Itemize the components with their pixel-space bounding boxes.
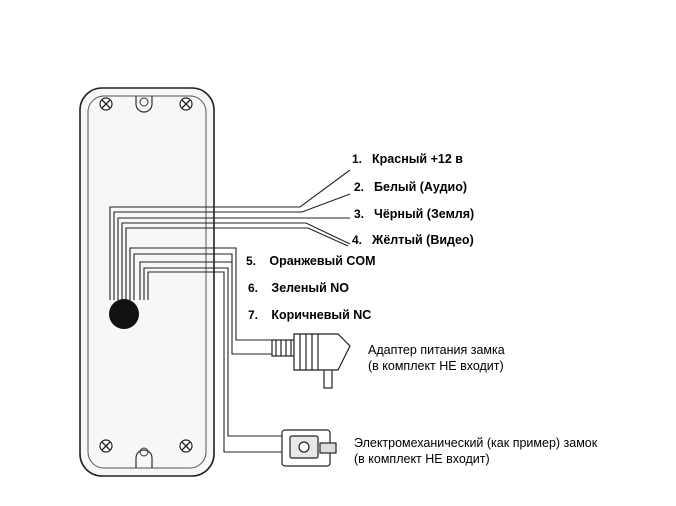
screw-icon bbox=[99, 439, 113, 453]
screw-icon bbox=[179, 97, 193, 111]
wire-number: 4. bbox=[352, 233, 363, 247]
intercom-panel bbox=[79, 87, 215, 477]
wire-label-3: 3. Чёрный (Земля) bbox=[354, 207, 474, 221]
wire-bundle bbox=[109, 169, 351, 453]
wire-name: Оранжевый COM bbox=[269, 254, 376, 268]
screw-icon bbox=[179, 439, 193, 453]
lock-subtitle: (в комплект НЕ входит) bbox=[354, 452, 490, 466]
wire-label-2: 2. Белый (Аудио) bbox=[354, 180, 467, 194]
wire-number: 7. bbox=[248, 308, 259, 322]
wire-label-6: 6. Зеленый NO bbox=[248, 281, 349, 295]
wire-number: 5. bbox=[246, 254, 257, 268]
wire-label-4: 4. Жёлтый (Видео) bbox=[352, 233, 474, 247]
wire-number: 2. bbox=[354, 180, 365, 194]
power-adapter-icon bbox=[271, 333, 351, 389]
wire-name: Жёлтый (Видео) bbox=[372, 233, 474, 247]
wire-name: Чёрный (Земля) bbox=[374, 207, 475, 221]
wire-label-5: 5. Оранжевый COM bbox=[246, 254, 376, 268]
wire-number: 6. bbox=[248, 281, 259, 295]
wire-name: Красный +12 в bbox=[372, 152, 463, 166]
wire-number: 3. bbox=[354, 207, 365, 221]
cable-grommet-icon bbox=[109, 299, 139, 329]
power-adapter-subtitle: (в комплект НЕ входит) bbox=[368, 359, 504, 373]
lock-note: Электромеханический (как пример) замок (… bbox=[354, 435, 597, 467]
screw-icon bbox=[99, 97, 113, 111]
wire-label-7: 7. Коричневый NC bbox=[248, 308, 371, 322]
lock-title: Электромеханический (как пример) замок bbox=[354, 436, 598, 450]
power-adapter-title: Адаптер питания замка bbox=[368, 343, 505, 357]
wire-name: Коричневый NC bbox=[271, 308, 372, 322]
wire-number: 1. bbox=[352, 152, 363, 166]
power-adapter-note: Адаптер питания замка (в комплект НЕ вхо… bbox=[368, 342, 505, 374]
wire-name: Белый (Аудио) bbox=[374, 180, 467, 194]
electromechanical-lock-icon bbox=[281, 429, 337, 467]
wire-name: Зеленый NO bbox=[271, 281, 350, 295]
wire-label-1: 1. Красный +12 в bbox=[352, 152, 463, 166]
